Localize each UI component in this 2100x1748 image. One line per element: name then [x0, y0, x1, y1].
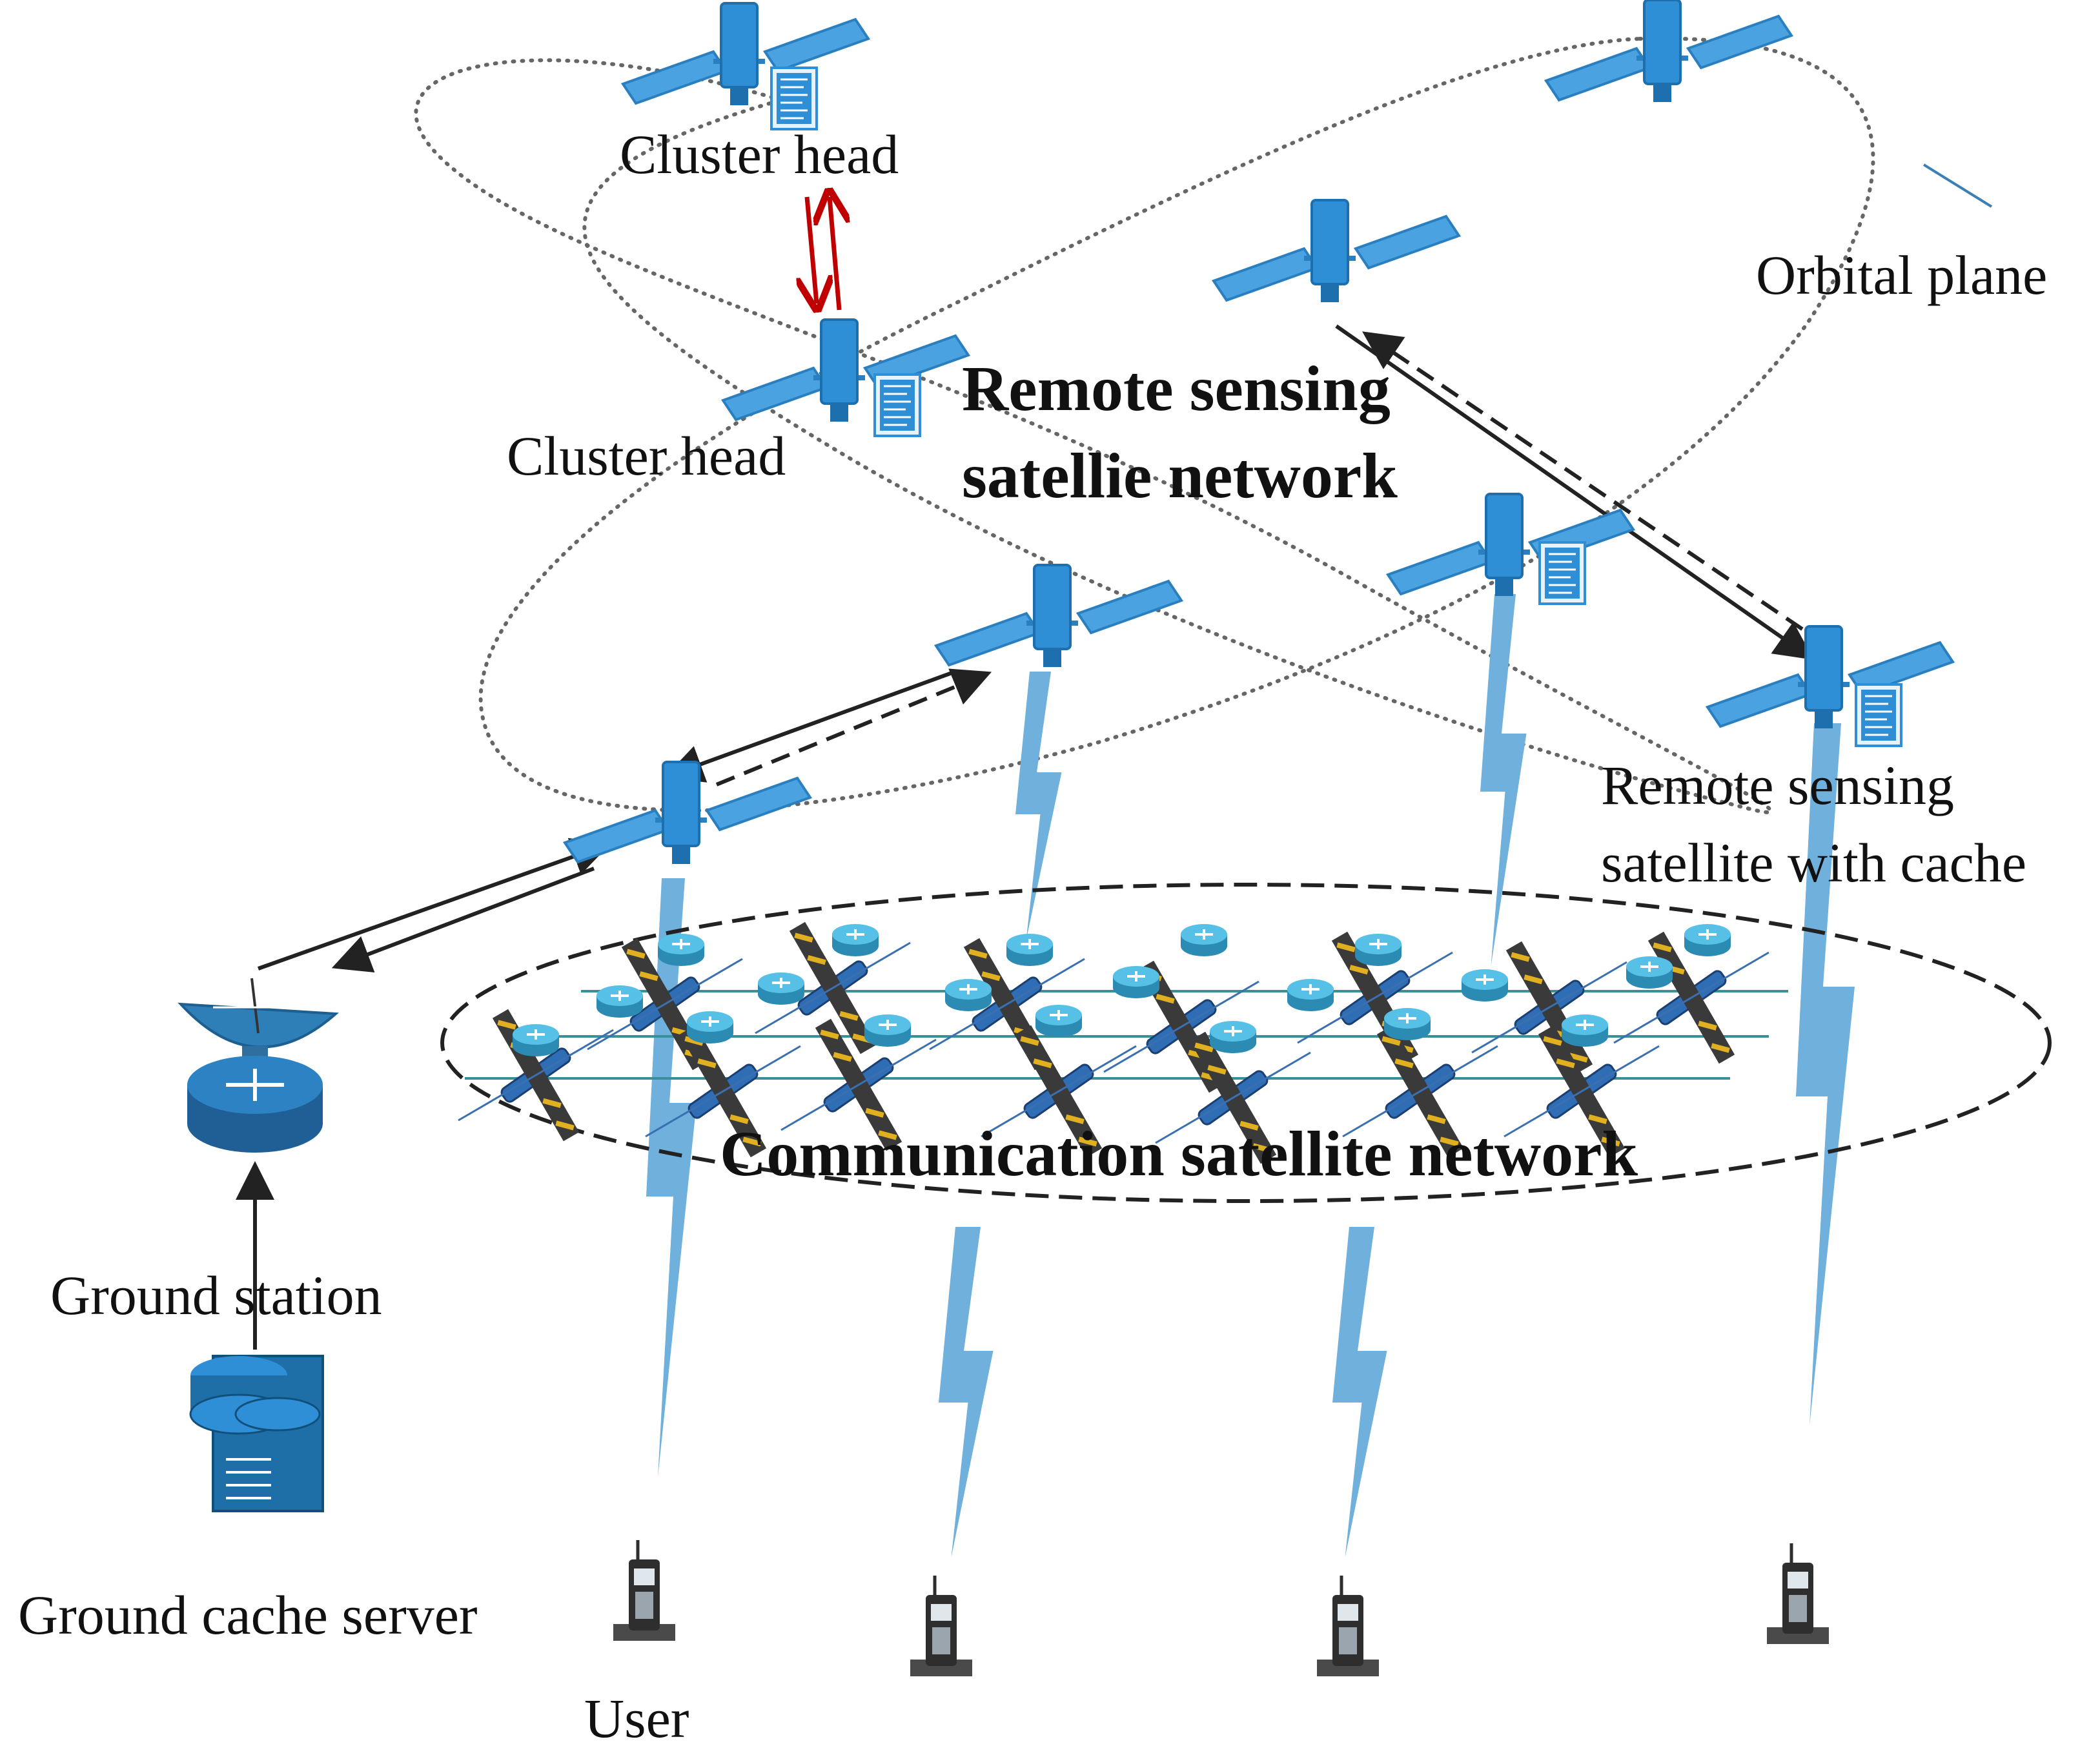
remote-sensing-satellite-icon [623, 3, 868, 105]
users [613, 1540, 1829, 1676]
remote-sensing-satellite-icon [1214, 200, 1459, 302]
router-icon [1683, 923, 1732, 958]
remote-sensing-satellite-icon [1708, 626, 1953, 728]
comm-network-boundary [440, 883, 2052, 1203]
link-sat-to-ground [331, 867, 595, 973]
phone-terminal-icon [613, 1540, 675, 1641]
remote-cache-label-line2: satellite with cache [1601, 832, 2026, 894]
router-icon [1625, 955, 1674, 990]
orbital-plane-label: Orbital plane [1756, 244, 2047, 306]
cluster-head-label-mid: Cluster head [507, 425, 786, 487]
router-icon [863, 1013, 912, 1048]
phone-terminal-icon [1317, 1576, 1379, 1676]
router-icon [1208, 1020, 1258, 1054]
router-icon [1560, 1013, 1609, 1048]
lightning-link-icon [1796, 723, 1855, 1426]
remote-sensing-satellite-icon [1546, 0, 1791, 102]
router-icon [187, 1056, 323, 1153]
communication-satellite-icon [1472, 941, 1627, 1074]
user-label: User [584, 1687, 689, 1748]
cache-storage-icon [770, 67, 818, 130]
link-ground-to-sat [257, 838, 611, 971]
lightning-link-icon [939, 1227, 994, 1558]
remote-network-title-line1: Remote sensing [962, 353, 1391, 424]
communication-network [440, 883, 2052, 1203]
cluster-head-label-top: Cluster head [620, 123, 899, 185]
router-icon [1034, 1003, 1083, 1038]
router-icon [1460, 968, 1509, 1003]
link-top-to-cache-sat [1335, 324, 1814, 660]
lightning-link-icon [1480, 594, 1527, 966]
router-icon [1383, 1007, 1432, 1042]
remote-network-title-line2: satellie network [962, 440, 1398, 511]
router-icon [686, 1010, 735, 1045]
router-icon [1112, 965, 1161, 1000]
communication-network-title: Communication satellite network [720, 1118, 1638, 1189]
router-icon [1286, 978, 1335, 1013]
link-low-to-mid [715, 668, 992, 787]
orbital-plane-pointer [1922, 163, 1993, 208]
link-mid-to-low [664, 670, 957, 783]
database-server-icon [189, 1355, 324, 1512]
ground-cache-server-label: Ground cache server [18, 1584, 478, 1646]
router-icon [657, 932, 706, 967]
phone-terminal-icon [910, 1576, 972, 1676]
ground-station [178, 978, 339, 1153]
cluster-link-up [830, 197, 839, 311]
remote-sensing-satellite-icon [936, 565, 1181, 667]
router-icon [757, 971, 806, 1006]
router-icon [511, 1023, 560, 1058]
satellite-dish-icon [178, 978, 339, 1062]
router-icon [595, 984, 644, 1019]
lightning-link-icon [1332, 1227, 1387, 1558]
cache-storage-icon [1538, 541, 1586, 605]
router-icon [1005, 932, 1054, 967]
isl-links [236, 196, 1828, 1350]
cluster-link-down [807, 196, 817, 303]
router-icon [831, 923, 880, 958]
orbit-ellipse-1 [414, 58, 1773, 814]
cache-storage-icon [873, 373, 921, 437]
cache-storage-icon [1855, 683, 1902, 747]
phone-terminal-icon [1767, 1543, 1829, 1644]
remote-cache-label-line1: Remote sensing [1601, 754, 1954, 816]
remote-sensing-satellite-icon [565, 762, 810, 864]
lightning-link-icon [1015, 672, 1062, 940]
link-cache-sat-to-top [1362, 331, 1828, 648]
router-icon [944, 978, 993, 1013]
remote-sensing-satellite-icon [723, 320, 968, 422]
ground-station-label: Ground station [50, 1264, 382, 1326]
router-icon [1354, 932, 1403, 967]
router-icon [1179, 923, 1228, 958]
